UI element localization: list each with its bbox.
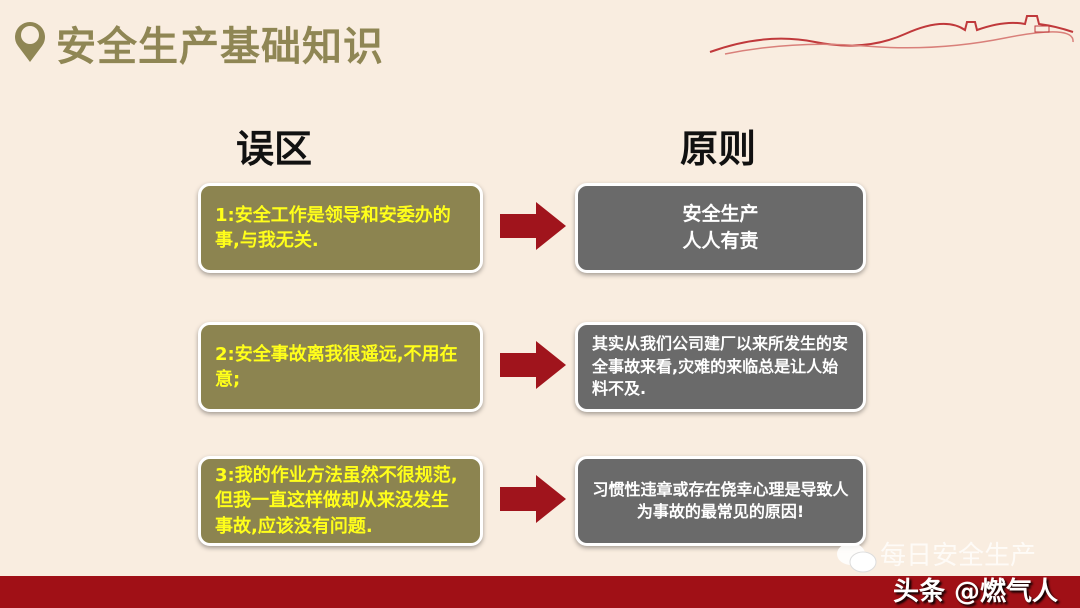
principle-box-1: 安全生产 人人有责 xyxy=(575,183,866,273)
principle-heading: 原则 xyxy=(680,127,757,171)
page-title: 安全生产基础知识 xyxy=(56,24,384,70)
great-wall-decoration xyxy=(709,15,1074,55)
principle-box-2: 其实从我们公司建厂以来所发生的安全事故来看,灾难的来临总是让人始料不及. xyxy=(575,322,866,412)
arrow-right-icon xyxy=(500,475,566,523)
misconception-box-2: 2:安全事故离我很遥远,不用在意; xyxy=(198,322,483,412)
wechat-watermark: 每日安全生产 xyxy=(880,541,1037,571)
footer-band xyxy=(0,576,1080,608)
misconception-heading: 误区 xyxy=(236,127,313,171)
toutiao-watermark: 头条 @燃气人 xyxy=(893,577,1059,607)
wechat-icon xyxy=(837,543,877,573)
principle-box-3: 习惯性违章或存在侥幸心理是导致人为事故的最常见的原因! xyxy=(575,456,866,546)
arrow-right-icon xyxy=(500,202,566,250)
misconception-box-1: 1:安全工作是领导和安委办的事,与我无关. xyxy=(198,183,483,273)
map-pin-icon xyxy=(15,22,46,62)
arrow-right-icon xyxy=(500,341,566,389)
misconception-box-3: 3:我的作业方法虽然不很规范,但我一直这样做却从来没发生事故,应该没有问题. xyxy=(198,456,483,546)
